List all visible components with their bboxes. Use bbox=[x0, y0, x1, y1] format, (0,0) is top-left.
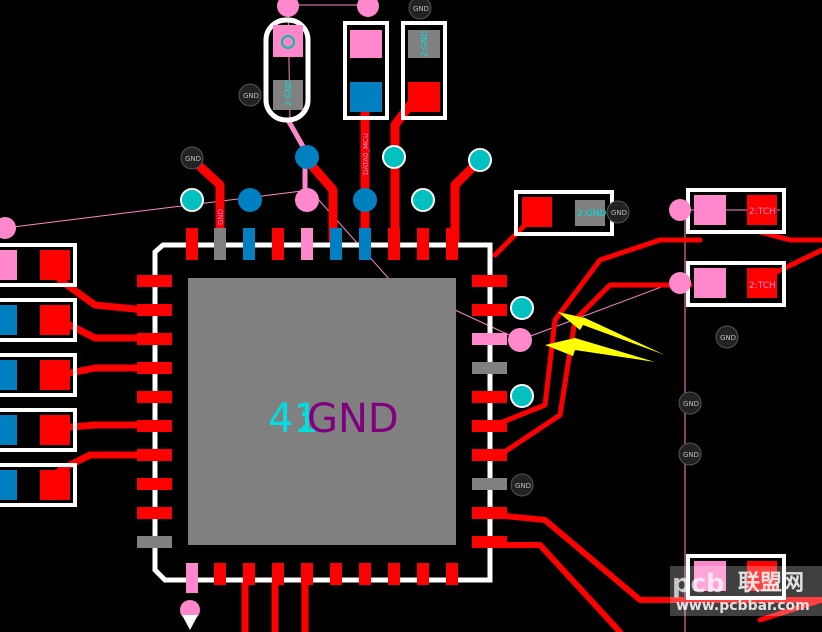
chip-pins-bottom[interactable] bbox=[186, 563, 458, 593]
svg-text:GND: GND bbox=[413, 5, 429, 13]
chip-exposed-pad-gnd[interactable] bbox=[188, 278, 456, 545]
chip-net-name: GND bbox=[307, 396, 399, 442]
component-left-3[interactable] bbox=[0, 353, 77, 397]
svg-text:GND: GND bbox=[611, 209, 627, 217]
svg-text:GND: GND bbox=[683, 451, 699, 459]
component-right-1[interactable]: 2:TCH bbox=[686, 188, 786, 234]
component-left-4[interactable] bbox=[0, 408, 77, 452]
svg-text:2:TCH: 2:TCH bbox=[749, 207, 776, 217]
chip-pin-number: 41 bbox=[268, 396, 319, 442]
component-mid-right[interactable]: 2:GND bbox=[514, 190, 614, 236]
svg-text:2:GND: 2:GND bbox=[420, 31, 429, 57]
component-left-1[interactable] bbox=[0, 243, 77, 287]
chip-silkscreen-outline bbox=[152, 242, 493, 583]
component-left-5[interactable] bbox=[0, 463, 77, 507]
component-top-middle[interactable] bbox=[343, 21, 389, 120]
component-right-bottom[interactable] bbox=[686, 554, 786, 600]
chip-pins-top[interactable] bbox=[186, 228, 458, 260]
svg-text:2:GND: 2:GND bbox=[577, 209, 606, 219]
crosshair-icon bbox=[281, 35, 295, 49]
component-left-2[interactable] bbox=[0, 298, 77, 342]
svg-text:2:GND: 2:GND bbox=[284, 80, 293, 106]
chevron-down-icon bbox=[182, 615, 198, 630]
component-right-2[interactable]: 2:TCH bbox=[686, 261, 786, 307]
svg-text:pcb: pcb bbox=[672, 569, 725, 599]
svg-text:GND: GND bbox=[185, 155, 201, 163]
svg-text:联盟网: 联盟网 bbox=[738, 571, 804, 596]
svg-text:GND: GND bbox=[683, 400, 699, 408]
chip-pins-left[interactable] bbox=[137, 275, 172, 548]
trace-net-label: DATA0_MCU bbox=[362, 133, 370, 175]
pad-net-label: GND bbox=[217, 209, 225, 225]
svg-text:2:TCH: 2:TCH bbox=[749, 281, 776, 291]
watermark: pcb 联盟网 www.pcbbar.com bbox=[670, 566, 822, 616]
svg-text:GND: GND bbox=[515, 482, 531, 490]
svg-text:www.pcbbar.com: www.pcbbar.com bbox=[676, 598, 810, 614]
gnd-markers: GND GND GND GND GND GND GND GND bbox=[180, 0, 739, 497]
chip-pins-right[interactable] bbox=[472, 275, 507, 548]
component-top-right[interactable]: 2:GND bbox=[401, 21, 447, 120]
svg-text:GND: GND bbox=[720, 334, 736, 342]
chip-separator: : bbox=[298, 398, 310, 439]
yellow-arrow-icon bbox=[545, 312, 665, 362]
component-top-left[interactable]: 2:GND bbox=[263, 17, 311, 123]
svg-text:GND: GND bbox=[243, 92, 259, 100]
